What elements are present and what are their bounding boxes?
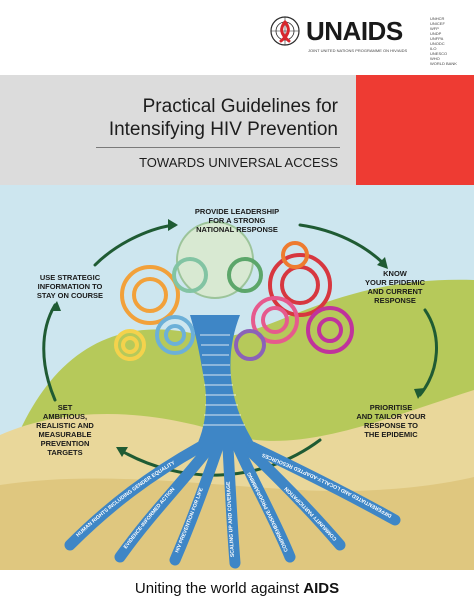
root-branch <box>240 441 346 551</box>
tree-illustration-svg <box>0 185 474 570</box>
swirl <box>172 257 208 293</box>
header: UNAIDS JOINT UNITED NATIONS PROGRAMME ON… <box>0 0 474 75</box>
arrowheads <box>50 219 425 457</box>
root-branch <box>114 441 216 563</box>
root-label: COMMUNITY PARTICIPATION <box>283 485 338 541</box>
tree-roots <box>64 441 401 569</box>
tree-canopy <box>114 221 354 361</box>
cycle-label-strategic-info: USE STRATEGIC INFORMATION TO STAY ON COU… <box>36 273 104 300</box>
cycle-label-prioritise: PRIORITISE AND TAILOR YOUR RESPONSE TO T… <box>356 403 426 439</box>
unaids-logo: UNAIDS JOINT UNITED NATIONS PROGRAMME ON… <box>268 14 468 66</box>
logo-tagline: JOINT UNITED NATIONS PROGRAMME ON HIV/AI… <box>308 48 408 53</box>
cover-subtitle: TOWARDS UNIVERSAL ACCESS <box>139 155 338 170</box>
swirl <box>268 253 332 317</box>
root-label: COMPREHENSIVE PROGRAMMING <box>246 471 289 553</box>
title-line-2: Intensifying HIV Prevention <box>108 119 338 140</box>
swirl <box>234 329 266 361</box>
swirl <box>261 306 289 334</box>
tagline-bold: AIDS <box>303 580 340 597</box>
sponsor: ILO <box>430 46 437 51</box>
swirl <box>164 324 186 346</box>
sponsor: UNODC <box>430 41 445 46</box>
sponsor: UNICEF <box>430 21 445 26</box>
tagline-text: Uniting the world against <box>134 580 304 597</box>
root-branch <box>246 441 401 526</box>
swirl <box>120 265 180 325</box>
arrowhead <box>116 447 128 457</box>
root-branch <box>169 441 224 566</box>
sponsor-list: UNHCR UNICEF WFP UNDP UNFPA UNODC ILO UN… <box>430 16 468 66</box>
swirl <box>306 306 354 354</box>
tree-trunk <box>190 315 256 447</box>
cycle-label-know-epidemic: KNOW YOUR EPIDEMIC AND CURRENT RESPONSE <box>364 269 425 305</box>
title-band: Practical Guidelines for Intensifying HI… <box>0 75 356 185</box>
cover-title: Practical Guidelines for Intensifying HI… <box>18 95 338 141</box>
root-branch <box>222 441 241 569</box>
arrowhead <box>377 257 388 269</box>
root-branch <box>232 441 296 563</box>
swirl <box>251 296 299 344</box>
footer-tagline: Uniting the world against AIDS <box>0 580 474 597</box>
cycle-arrow <box>118 438 322 477</box>
arrowhead <box>168 219 178 231</box>
cycle-label-targets: SET AMBITIOUS, REALISTIC AND MEASURABLE … <box>36 403 94 457</box>
sponsor: UNFPA <box>430 36 444 41</box>
sponsor: UNESCO <box>430 51 448 56</box>
trunk-text-lines <box>200 334 245 426</box>
root-label: SCALING UP AND COVERAGE <box>226 481 236 558</box>
root-branch <box>64 441 206 551</box>
sponsor: WFP <box>430 26 439 31</box>
sponsor: UNDP <box>430 31 442 36</box>
sponsor: UNHCR <box>430 16 445 21</box>
root-label: HIV PREVENTION FOR LIFE <box>174 487 205 554</box>
cycle-arrow <box>42 303 57 402</box>
sponsor: WHO <box>430 56 440 61</box>
swirl <box>132 277 168 313</box>
un-emblem-icon <box>270 16 300 46</box>
cycle-arrow <box>298 223 387 267</box>
root-label: DIFFERENTIATED AND LOCALLY-ADAPTED RESOU… <box>261 451 393 518</box>
tree-illustration: PROVIDE LEADERSHIP FOR A STRONG NATIONAL… <box>0 185 474 570</box>
footer: Uniting the world against AIDS <box>0 570 474 616</box>
swirl <box>281 241 309 269</box>
arrowhead <box>414 388 425 399</box>
arrowhead <box>50 301 61 311</box>
swirl <box>114 329 146 361</box>
title-divider <box>96 147 340 148</box>
cycle-arrow <box>418 308 438 397</box>
swirl <box>121 336 139 354</box>
title-line-1: Practical Guidelines for <box>142 96 338 117</box>
sponsor: WORLD BANK <box>430 61 457 66</box>
swirl <box>227 257 263 293</box>
red-accent-block <box>356 75 474 185</box>
root-label: EVIDENCE-INFORMED ACTION <box>123 486 177 550</box>
logo-wordmark: UNAIDS <box>306 16 403 46</box>
cycle-label-leadership: PROVIDE LEADERSHIP FOR A STRONG NATIONAL… <box>194 207 280 234</box>
root-labels-layer: HUMAN RIGHTS INCLUDING GENDER EQUALITY E… <box>75 451 393 558</box>
swirl <box>155 315 195 355</box>
swirl <box>317 317 343 343</box>
